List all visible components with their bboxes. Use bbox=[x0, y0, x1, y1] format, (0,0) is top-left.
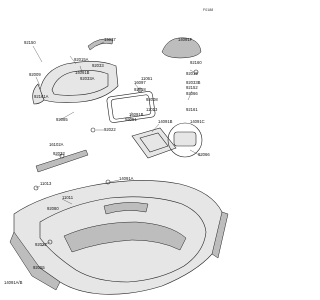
diagram-ref-code: F0188 bbox=[203, 8, 213, 12]
screw-part bbox=[137, 87, 143, 93]
callout-label: 92015A bbox=[74, 57, 89, 62]
footwell-part bbox=[63, 221, 187, 253]
grab-handle-part bbox=[87, 38, 114, 51]
callout-label: 92066 bbox=[186, 91, 198, 96]
callout-label: 14091C bbox=[190, 119, 205, 124]
detail-inset-part bbox=[173, 131, 197, 147]
callout-label: 92033B bbox=[186, 80, 201, 85]
callout-label: 92080 bbox=[47, 206, 59, 211]
callout-label: 11011 bbox=[62, 195, 74, 200]
callout-label: 92008 bbox=[146, 97, 158, 102]
callout-label: 16102A bbox=[49, 142, 64, 147]
callout-label: 92022 bbox=[104, 127, 116, 132]
callout-label: 14091A bbox=[119, 176, 134, 181]
callout-label: 92150 bbox=[24, 40, 36, 45]
hatch-gasket-part bbox=[106, 91, 156, 123]
hull-deck-inner bbox=[39, 196, 207, 283]
detail-inset-circle bbox=[167, 122, 203, 158]
callout-label: 92161A bbox=[34, 94, 49, 99]
callout-label: 14091B bbox=[75, 70, 90, 75]
screw-part bbox=[33, 185, 39, 191]
callout-label: 92022 bbox=[35, 242, 47, 247]
callout-label: 92033 bbox=[53, 151, 65, 156]
callout-label: 92033A bbox=[80, 76, 95, 81]
storage-bin-inner bbox=[51, 70, 109, 96]
parts-diagram: F0188 bbox=[4, 8, 229, 295]
callout-label: 92055 bbox=[33, 265, 45, 270]
callout-label: 92066 bbox=[198, 152, 210, 157]
storage-box-part bbox=[131, 127, 177, 159]
callout-label: 92152 bbox=[186, 85, 198, 90]
callout-label: 92015 bbox=[186, 71, 198, 76]
callout-label: 14091B bbox=[129, 112, 144, 117]
callout-label: 92160 bbox=[190, 60, 202, 65]
callout-label: 92009 bbox=[29, 72, 41, 77]
callout-label: 92161 bbox=[186, 107, 198, 112]
callout-labels: 92150 14037 14091F 92015A 92033 92160 14… bbox=[4, 37, 210, 285]
callout-label: 11061 bbox=[141, 76, 153, 81]
windshield-part bbox=[32, 83, 45, 105]
leader-lines bbox=[32, 41, 202, 270]
callout-label: 92018 bbox=[134, 87, 146, 92]
screw-part bbox=[47, 239, 53, 245]
callout-label: 14037 bbox=[104, 37, 116, 42]
callout-label: 14091B bbox=[158, 119, 173, 124]
callout-label: 92085 bbox=[56, 117, 68, 122]
hatch-gasket-inner bbox=[110, 94, 152, 120]
storage-box-lid bbox=[139, 132, 169, 153]
callout-label: 14091F bbox=[178, 37, 193, 42]
right-rail-part bbox=[211, 211, 229, 259]
screw-part bbox=[59, 153, 65, 159]
storage-bin-part bbox=[39, 61, 119, 103]
hatch-lid-part bbox=[161, 37, 202, 59]
front-pad-part bbox=[103, 202, 149, 215]
callout-label: 59051 bbox=[125, 117, 137, 122]
callout-label: 11013 bbox=[40, 181, 52, 186]
callout-label: 16097 bbox=[134, 80, 146, 85]
screw-part bbox=[90, 127, 96, 133]
callout-label: 11013 bbox=[146, 107, 158, 112]
tie-bar-part bbox=[35, 149, 89, 173]
callout-label: 92033 bbox=[92, 63, 104, 68]
callout-label: 14091A/B bbox=[4, 280, 23, 285]
